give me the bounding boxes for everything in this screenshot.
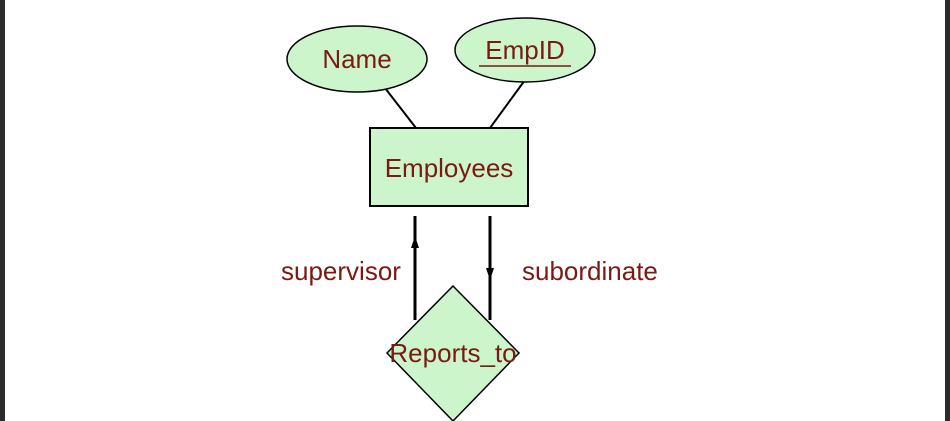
entity-employees: Employees: [369, 127, 529, 207]
empid-connector: [489, 79, 526, 129]
supervisor-arrowhead: [411, 236, 419, 248]
attribute-empid-label: EmpID: [485, 35, 564, 65]
relationship-reports-to-label: Reports_to: [389, 338, 516, 368]
name-connector: [384, 87, 417, 129]
subordinate-link: [486, 216, 494, 320]
window-frame-right: [945, 0, 950, 421]
relationship-reports-to: [385, 284, 521, 421]
supervisor-link: [411, 216, 419, 320]
role-supervisor-label: supervisor: [281, 256, 401, 286]
subordinate-arrowhead: [486, 268, 494, 280]
role-subordinate-label: subordinate: [522, 256, 658, 286]
attribute-name: Name: [286, 25, 428, 93]
entity-employees-label: Employees: [385, 153, 514, 183]
attribute-empid: EmpID: [454, 17, 596, 83]
window-frame-left: [0, 0, 5, 421]
attribute-name-label: Name: [322, 44, 391, 74]
